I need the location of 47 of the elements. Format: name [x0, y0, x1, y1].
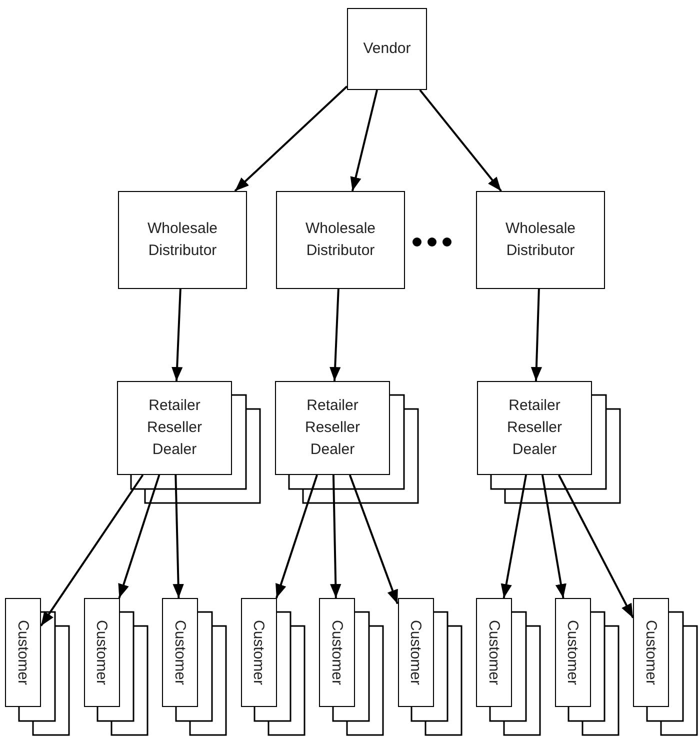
node-label: Customer: [251, 620, 266, 686]
stacked-customer-box: [84, 598, 120, 707]
stacked-customer-box: [162, 598, 198, 707]
stacked-process-box: [477, 381, 592, 475]
node-label: Customer: [94, 620, 109, 686]
stacked-process-box: [117, 381, 232, 475]
stacked-customer-box: [398, 598, 434, 707]
stacked-customer-box: [633, 598, 669, 707]
node-label: Retailer Reseller Dealer: [506, 396, 564, 460]
node-label: Retailer Reseller Dealer: [146, 396, 204, 460]
stacked-customer-box: [240, 598, 276, 707]
node-label: Customer: [172, 620, 188, 686]
arrow: [419, 89, 502, 192]
node-label: Customer: [16, 620, 30, 686]
process-box: [118, 191, 247, 289]
node-label: Vendor: [363, 39, 411, 60]
arrow: [541, 474, 566, 598]
node-label: Customer: [644, 620, 658, 686]
node-label: Wholesale Distributor: [504, 219, 577, 261]
node-label: Customer: [486, 620, 502, 686]
arrow: [118, 474, 160, 598]
arrow: [330, 474, 342, 598]
arrow: [500, 474, 527, 598]
node-label: Customer: [408, 620, 423, 686]
stacked-customer-box: [476, 598, 512, 707]
arrow: [348, 474, 398, 604]
arrow: [40, 474, 144, 626]
arrow: [172, 288, 183, 382]
stacked-customer-box: [319, 598, 355, 707]
process-box: [347, 8, 427, 90]
node-label: Customer: [330, 620, 344, 686]
stacked-process-box: [275, 381, 390, 475]
arrow: [234, 86, 348, 192]
arrow: [350, 90, 378, 192]
stacked-customer-box: [5, 598, 41, 707]
node-label: Retailer Reseller Dealer: [304, 396, 362, 460]
arrow: [276, 474, 318, 598]
arrow: [558, 474, 634, 618]
node-label: Wholesale Distributor: [304, 219, 377, 261]
arrow: [172, 474, 184, 598]
arrow: [330, 288, 341, 382]
stacked-customer-box: [554, 598, 590, 707]
node-label: Wholesale Distributor: [146, 219, 219, 261]
node-label: Customer: [565, 620, 580, 686]
process-box: [276, 191, 405, 289]
arrow: [530, 288, 542, 382]
process-box: [476, 191, 605, 289]
